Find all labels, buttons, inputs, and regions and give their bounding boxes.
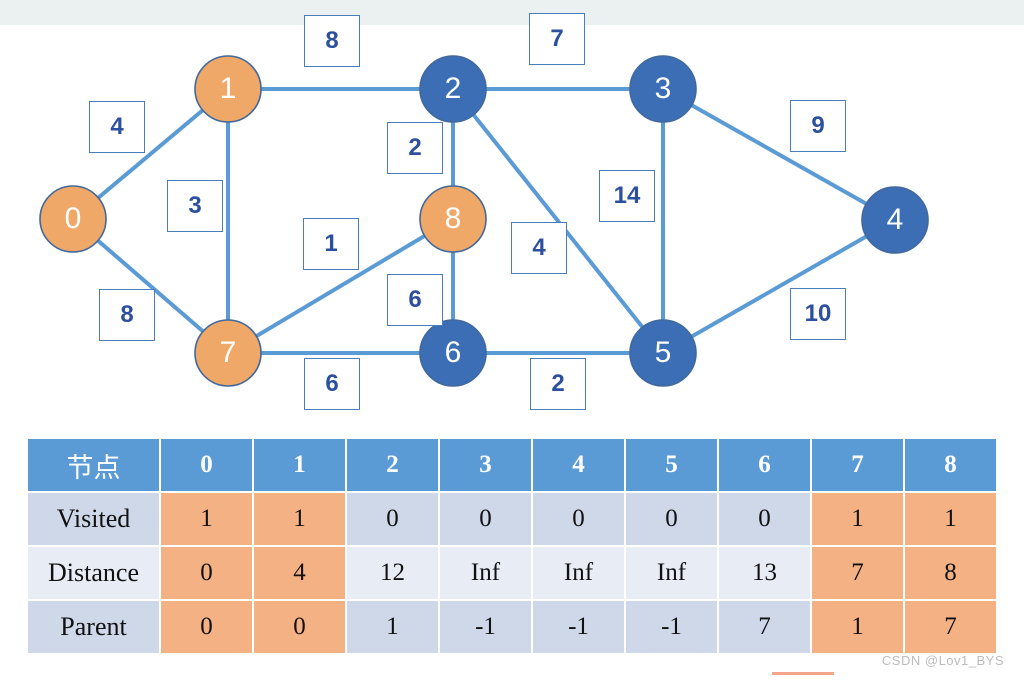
table-cell-parent-6: 7: [719, 601, 810, 653]
graph-edge-4-5: [662, 218, 896, 355]
table-col-header-5: 5: [626, 439, 717, 491]
table-cell-visited-7: 1: [812, 493, 903, 545]
graph-node-2[interactable]: [419, 55, 487, 123]
table-cell-distance-3: Inf: [440, 547, 531, 599]
graph-node-0[interactable]: [39, 185, 107, 253]
edge-weight-3-5: 14: [599, 170, 655, 222]
graph-node-8[interactable]: [419, 185, 487, 253]
table-cell-parent-8: 7: [905, 601, 996, 653]
table-cell-parent-1: 0: [254, 601, 345, 653]
edge-weight-3-4: 9: [790, 100, 846, 152]
table-cell-visited-8: 1: [905, 493, 996, 545]
table-row-label-visited: Visited: [28, 493, 159, 545]
table-col-header-1: 1: [254, 439, 345, 491]
graph-edge-3-4: [662, 87, 896, 222]
table-cell-distance-4: Inf: [533, 547, 624, 599]
edge-weight-6-8: 6: [387, 274, 443, 326]
graph-node-3[interactable]: [629, 55, 697, 123]
graph-node-1[interactable]: [194, 55, 262, 123]
table-cell-distance-2: 12: [347, 547, 438, 599]
table-col-header-6: 6: [719, 439, 810, 491]
table-col-header-2: 2: [347, 439, 438, 491]
edge-weight-1-7: 3: [167, 180, 223, 232]
table-cell-parent-0: 0: [161, 601, 252, 653]
table-cell-distance-8: 8: [905, 547, 996, 599]
table-cell-distance-0: 0: [161, 547, 252, 599]
table-col-header-8: 8: [905, 439, 996, 491]
edges-layer: [71, 87, 896, 355]
table-cell-parent-2: 1: [347, 601, 438, 653]
table-cell-parent-3: -1: [440, 601, 531, 653]
table-cell-visited-6: 0: [719, 493, 810, 545]
table-cell-parent-5: -1: [626, 601, 717, 653]
graph-node-4[interactable]: [861, 186, 929, 254]
watermark: CSDN @Lov1_BYS: [881, 653, 1004, 668]
table-cell-visited-1: 1: [254, 493, 345, 545]
table-cell-distance-5: Inf: [626, 547, 717, 599]
table-cell-visited-4: 0: [533, 493, 624, 545]
edge-weight-1-2: 8: [304, 15, 360, 67]
graph-canvas: [39, 55, 929, 387]
edge-weight-2-3: 7: [529, 13, 585, 65]
edge-weight-0-1: 4: [89, 101, 145, 153]
table-row-label-distance: Distance: [28, 547, 159, 599]
table-cell-visited-3: 0: [440, 493, 531, 545]
table-col-header-3: 3: [440, 439, 531, 491]
graph-edge-0-7: [71, 217, 230, 355]
edge-weight-5-6: 2: [530, 358, 586, 410]
table-col-header-4: 4: [533, 439, 624, 491]
graph-edge-2-5: [451, 87, 665, 355]
table-corner-header: 节点: [28, 439, 159, 491]
table-cell-distance-1: 4: [254, 547, 345, 599]
table-col-header-0: 0: [161, 439, 252, 491]
top-strip: [0, 0, 1024, 25]
bottom-orange-marker: [772, 672, 834, 675]
table-cell-visited-5: 0: [626, 493, 717, 545]
graph-node-5[interactable]: [629, 319, 697, 387]
graph-edge-7-8: [226, 217, 455, 355]
table-cell-distance-7: 7: [812, 547, 903, 599]
table-row-label-parent: Parent: [28, 601, 159, 653]
edge-weight-7-8: 1: [303, 218, 359, 270]
graph-node-6[interactable]: [419, 319, 487, 387]
edge-weight-4-5: 10: [790, 288, 846, 340]
table-cell-parent-7: 1: [812, 601, 903, 653]
table-cell-visited-2: 0: [347, 493, 438, 545]
edge-weight-2-8: 2: [387, 122, 443, 174]
edge-weight-0-7: 8: [99, 289, 155, 341]
edge-weight-2-5: 4: [511, 222, 567, 274]
nodes-layer: [39, 55, 929, 387]
edge-weight-6-7: 6: [304, 358, 360, 410]
table-cell-distance-6: 13: [719, 547, 810, 599]
graph-node-7[interactable]: [194, 319, 262, 387]
table-cell-visited-0: 1: [161, 493, 252, 545]
table-col-header-7: 7: [812, 439, 903, 491]
table-cell-parent-4: -1: [533, 601, 624, 653]
